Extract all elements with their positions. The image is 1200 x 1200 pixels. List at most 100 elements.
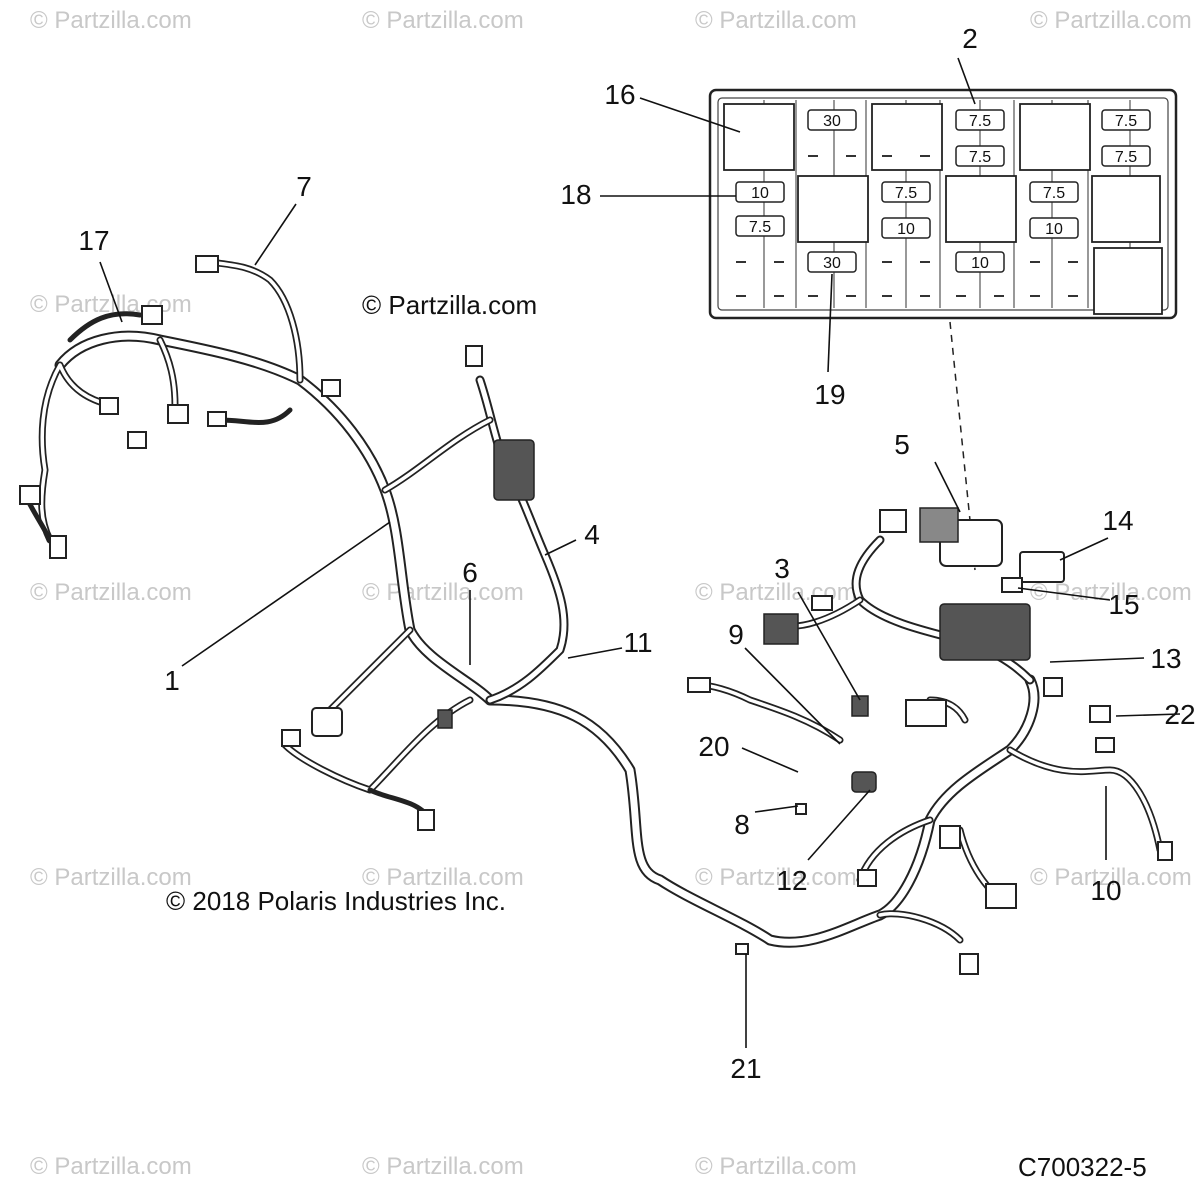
fuse bbox=[955, 109, 1005, 131]
fuse bbox=[881, 217, 931, 239]
fuse bbox=[1001, 577, 1023, 593]
fuse-box-detail: 30 7.5 7.5 7.5 7.5 10 7.5 7.5 10 7.5 10 … bbox=[708, 88, 1178, 320]
fuse-rating: 7.5 bbox=[1115, 113, 1137, 130]
connector bbox=[851, 695, 869, 717]
watermark: © Partzilla.com bbox=[695, 864, 857, 891]
fuse-rating: 10 bbox=[751, 185, 769, 202]
connector bbox=[851, 771, 877, 793]
callout-4: 4 bbox=[584, 519, 600, 550]
fuse-rating: 10 bbox=[971, 255, 989, 272]
copyright-note: © 2018 Polaris Industries Inc. bbox=[166, 886, 506, 916]
relay bbox=[723, 103, 795, 171]
fuse bbox=[955, 251, 1005, 273]
watermark: © Partzilla.com bbox=[30, 1153, 192, 1180]
callout-9: 9 bbox=[728, 619, 744, 650]
watermark: © Partzilla.com bbox=[695, 1153, 857, 1180]
fuse-rating: 10 bbox=[897, 221, 915, 238]
callout-20: 20 bbox=[698, 731, 729, 762]
fuse-box-base bbox=[939, 603, 1031, 661]
connector bbox=[687, 677, 711, 693]
connector bbox=[417, 809, 435, 831]
relay bbox=[1091, 175, 1161, 243]
connector bbox=[1089, 705, 1111, 723]
connector bbox=[167, 404, 189, 424]
fuse-box-inner bbox=[717, 97, 1169, 311]
callout-19: 19 bbox=[814, 379, 845, 410]
callout-5: 5 bbox=[894, 429, 910, 460]
callout-labels: 1 2 3 4 5 6 7 8 9 10 11 12 13 14 15 16 1… bbox=[78, 23, 1195, 1084]
fuse-rating: 7.5 bbox=[749, 219, 771, 236]
connector bbox=[959, 953, 979, 975]
watermark: © Partzilla.com bbox=[30, 864, 192, 891]
callout-6: 6 bbox=[462, 557, 478, 588]
connector-block bbox=[493, 439, 535, 501]
relay-blocks bbox=[723, 103, 1163, 315]
fuse-rating: 7.5 bbox=[1043, 185, 1065, 202]
callout-16: 16 bbox=[604, 79, 635, 110]
relay bbox=[1019, 551, 1065, 583]
callout-17: 17 bbox=[78, 225, 109, 256]
connector bbox=[311, 707, 343, 737]
fuse bbox=[881, 181, 931, 203]
fuse-box-label bbox=[919, 507, 959, 543]
connector bbox=[811, 595, 833, 611]
connector bbox=[1043, 677, 1063, 697]
connector bbox=[19, 485, 41, 505]
connector bbox=[321, 379, 341, 397]
callout-3: 3 bbox=[774, 553, 790, 584]
relay bbox=[945, 175, 1017, 243]
callout-7: 7 bbox=[296, 171, 312, 202]
connectors bbox=[19, 255, 1173, 975]
relay bbox=[871, 103, 943, 171]
callout-15: 15 bbox=[1108, 589, 1139, 620]
connector bbox=[1157, 841, 1173, 861]
connector bbox=[465, 345, 483, 367]
fuse-rating: 10 bbox=[1045, 221, 1063, 238]
callout-1: 1 bbox=[164, 665, 180, 696]
fuse-rating: 7.5 bbox=[1115, 149, 1137, 166]
fuse bbox=[807, 109, 857, 131]
fuse bbox=[735, 181, 785, 203]
connector bbox=[879, 509, 907, 533]
empty-slots bbox=[736, 155, 1078, 297]
callout-22: 22 bbox=[1164, 699, 1195, 730]
watermark: © Partzilla.com bbox=[695, 7, 857, 34]
watermark: © Partzilla.com bbox=[362, 1153, 524, 1180]
drawing-code: C700322-5 bbox=[1018, 1152, 1147, 1182]
connector bbox=[985, 883, 1017, 909]
connector bbox=[1095, 737, 1115, 753]
connector bbox=[795, 803, 807, 815]
fuse bbox=[1101, 145, 1151, 167]
connector bbox=[905, 699, 947, 727]
callout-18: 18 bbox=[560, 179, 591, 210]
fuse bbox=[1101, 109, 1151, 131]
watermark: © Partzilla.com bbox=[1030, 7, 1192, 34]
fuse-rating: 7.5 bbox=[969, 149, 991, 166]
relay bbox=[797, 175, 869, 243]
fuse-rating: 30 bbox=[823, 255, 841, 272]
connector bbox=[763, 613, 799, 645]
connector bbox=[127, 431, 147, 449]
watermark: © Partzilla.com bbox=[1030, 864, 1192, 891]
fuse bbox=[735, 215, 785, 237]
partzilla-note: © Partzilla.com bbox=[362, 290, 537, 320]
relay bbox=[1019, 103, 1091, 171]
connector bbox=[99, 397, 119, 415]
callout-8: 8 bbox=[734, 809, 750, 840]
watermark: © Partzilla.com bbox=[362, 579, 524, 606]
callout-10: 10 bbox=[1090, 875, 1121, 906]
connector bbox=[49, 535, 67, 559]
connector bbox=[857, 869, 877, 887]
relay bbox=[1093, 247, 1163, 315]
connector bbox=[437, 709, 453, 729]
connector bbox=[141, 305, 163, 325]
connector bbox=[281, 729, 301, 747]
fuse-slots: 30 7.5 7.5 7.5 7.5 10 7.5 7.5 10 7.5 10 … bbox=[735, 109, 1151, 273]
watermark: © Partzilla.com bbox=[362, 7, 524, 34]
fuse bbox=[955, 145, 1005, 167]
fuse bbox=[1029, 181, 1079, 203]
callout-13: 13 bbox=[1150, 643, 1181, 674]
connector bbox=[735, 943, 749, 955]
